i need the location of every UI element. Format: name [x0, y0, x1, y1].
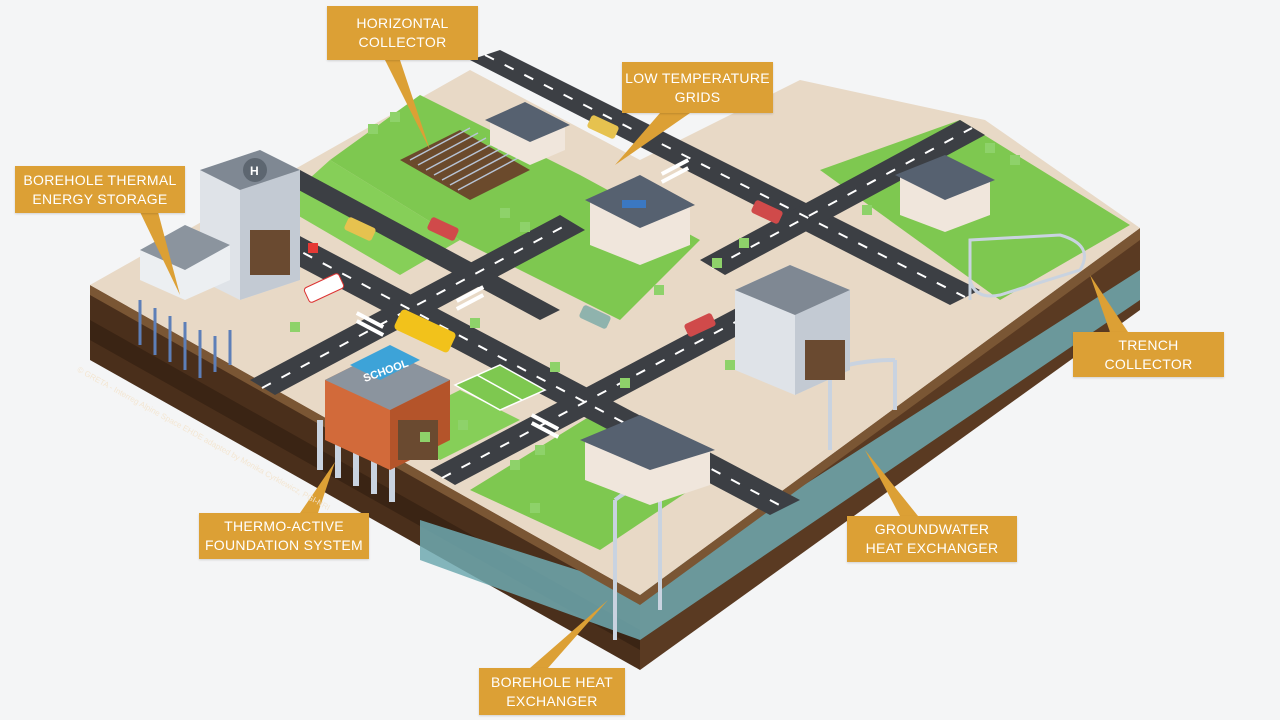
callout-line-1: BOREHOLE HEAT [491, 673, 613, 690]
leader-lines [140, 60, 1128, 668]
leader-borehole-exchanger [530, 600, 608, 668]
leader-trench-collector [1090, 275, 1128, 332]
car-teal [579, 305, 611, 329]
vehicles [303, 115, 783, 353]
leader-borehole-storage [140, 212, 180, 295]
borehole-storage-pipes [138, 300, 232, 378]
callout-line-1: HORIZONTAL [356, 15, 449, 31]
trench-collector-loop [968, 233, 1086, 300]
callout-line-1: THERMO-ACTIVE [224, 518, 344, 534]
upper-house [485, 102, 570, 165]
school-bus [394, 309, 456, 353]
car-red-2 [751, 200, 783, 224]
office-building [735, 265, 850, 395]
callout-groundwater-heat-exchanger: GROUNDWATER HEAT EXCHANGER [847, 516, 1017, 562]
callout-line-2: GRIDS [674, 88, 721, 105]
school-building: SCHOOL [325, 345, 450, 470]
road-north [470, 50, 980, 305]
callout-line-1: TRENCH [1118, 336, 1179, 353]
park-house [585, 175, 695, 265]
car-yellow [344, 217, 376, 241]
car-gold [587, 115, 619, 139]
helipad-sign: H [250, 164, 259, 178]
callout-line-2: COLLECTOR [1104, 355, 1193, 372]
callout-line-2: COLLECTOR [358, 34, 447, 50]
ambulance [303, 273, 345, 303]
basketball-court [453, 364, 547, 411]
callout-line-1: LOW TEMPERATURE [625, 69, 770, 86]
callout-horizontal-collector: HORIZONTAL COLLECTOR [327, 6, 478, 60]
car-red-3 [684, 313, 716, 337]
crosswalks [355, 158, 690, 439]
callout-trench-collector: TRENCH COLLECTOR [1073, 332, 1224, 377]
callout-line-2: HEAT EXCHANGER [865, 540, 999, 556]
callout-line-2: EXCHANGER [506, 692, 598, 709]
callout-line-1: BOREHOLE THERMAL [23, 171, 177, 188]
trees [290, 112, 1020, 513]
callout-borehole-thermal-energy-storage: BOREHOLE THERMAL ENERGY STORAGE [15, 166, 185, 213]
callout-line-2: ENERGY STORAGE [32, 190, 168, 207]
leader-low-temperature [615, 113, 690, 165]
soil-block [90, 228, 1140, 670]
right-house [895, 155, 995, 232]
horizontal-collector-field [400, 127, 530, 200]
callout-line-1: GROUNDWATER [874, 521, 990, 537]
leader-thermo-active [300, 462, 335, 513]
leader-horizontal-collector [385, 60, 430, 150]
callout-line-2: FOUNDATION SYSTEM [204, 537, 364, 553]
car-red [427, 217, 459, 241]
callout-thermo-active-foundation-system: THERMO-ACTIVE FOUNDATION SYSTEM [199, 513, 369, 559]
callout-borehole-heat-exchanger: BOREHOLE HEAT EXCHANGER [479, 668, 625, 715]
road-left [280, 170, 560, 320]
bottom-house [580, 415, 715, 505]
callout-low-temperature-grids: LOW TEMPERATURE GRIDS [622, 62, 773, 113]
leader-groundwater [865, 450, 918, 516]
